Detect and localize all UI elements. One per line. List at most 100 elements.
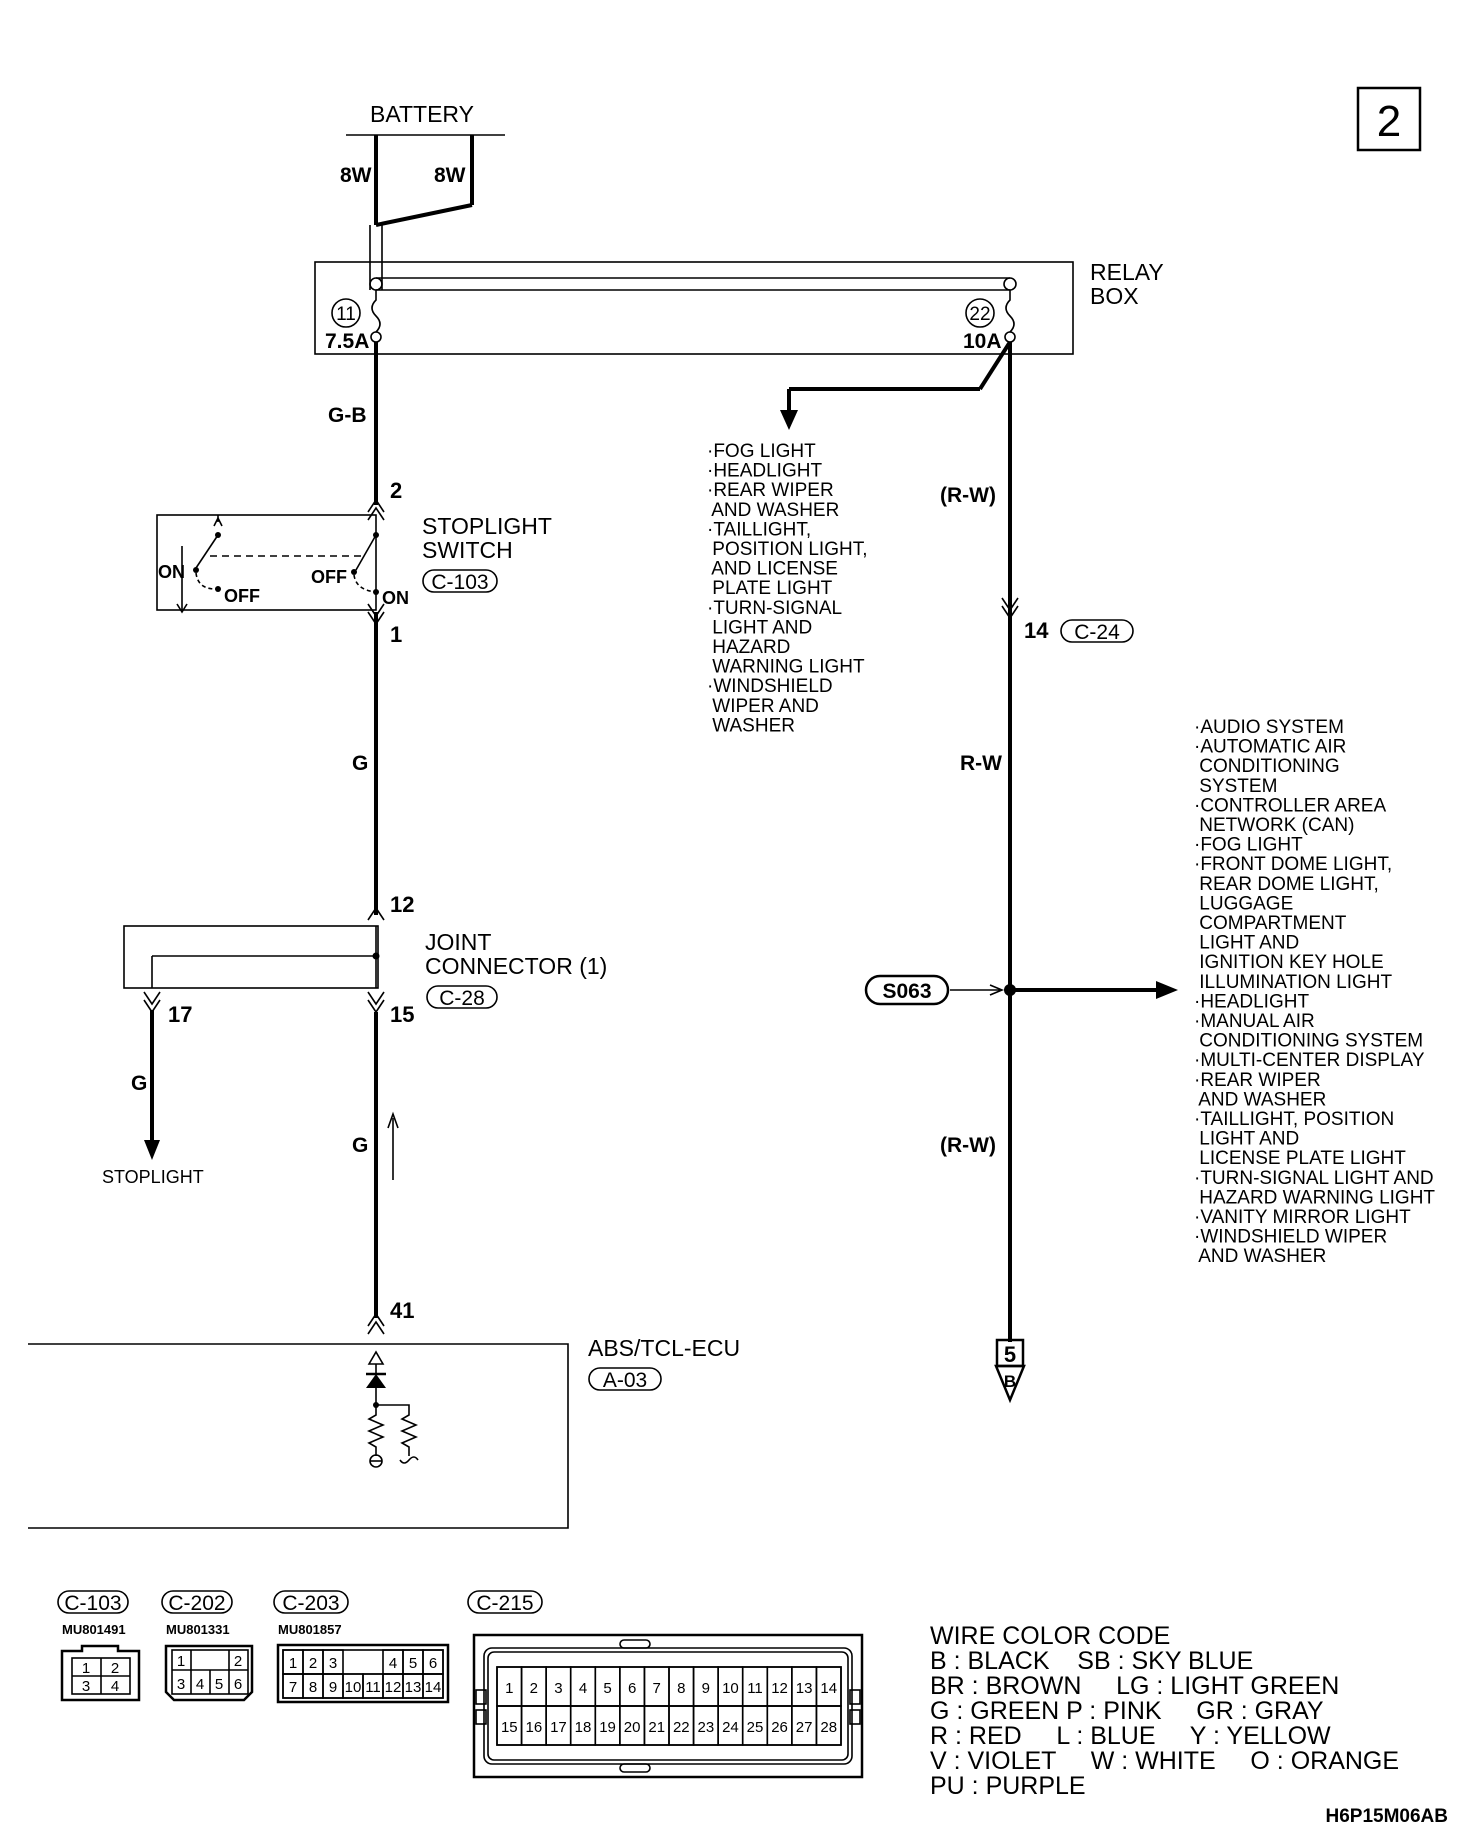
conn-c215-cell: 18 [575,1719,592,1736]
audio-list-item: HAZARD WARNING LIGHT [1194,1187,1435,1208]
conn-c203-cell: 9 [329,1679,337,1696]
conn-c202-cell-4: 4 [196,1676,204,1693]
wire-label-rw-top: (R-W) [940,484,996,507]
conn-c202-cell-1: 1 [177,1653,185,1670]
fog-branch: ·FOG LIGHT·HEADLIGHT·REAR WIPER AND WASH… [707,340,1012,736]
conn-c215-cell: 3 [554,1680,562,1697]
conn-c203-name: C-203 [282,1592,339,1615]
fog-list-item: ·FOG LIGHT [707,441,816,462]
switch-off-right: OFF [311,567,347,587]
wire-color-code-title: WIRE COLOR CODE [930,1622,1170,1650]
fuse-left-number: 11 [336,304,356,325]
conn-c215-cell: 27 [796,1719,813,1736]
fog-list-item: PLATE LIGHT [707,578,833,599]
c24-pin: 14 [1024,618,1049,643]
joint-label-2: CONNECTOR (1) [425,953,607,979]
page-number-box: 2 [1356,86,1422,152]
audio-list-item: COMPARTMENT [1194,913,1347,934]
conn-c215-cell: 8 [677,1680,685,1697]
conn-c203-cell: 13 [405,1679,422,1696]
audio-list-item: AND WASHER [1194,1246,1326,1267]
conn-c215-cell: 1 [505,1680,513,1697]
wire-g-mid: G [352,612,378,915]
audio-list-item: ·MANUAL AIR [1194,1011,1315,1032]
conn-c202-part: MU801331 [166,1622,230,1637]
audio-list-item: ·REAR WIPER [1194,1070,1321,1091]
conn-c203-cell: 8 [309,1679,317,1696]
conn-c203-cell: 7 [289,1679,297,1696]
conn-c215-cell: 15 [501,1719,518,1736]
connector-view-c103: C-103 MU801491 1 2 3 4 [57,1590,141,1702]
fuse-right-rating: 10A [963,330,1002,353]
switch-pin-top: 2 [390,478,402,503]
audio-list-item: ·MULTI-CENTER DISPLAY [1194,1050,1425,1071]
wire-g-low: G 41 [352,1012,414,1335]
ecu-connector: A-03 [603,1369,647,1392]
switch-pin-bottom: 1 [390,622,402,647]
conn-c103-name: C-103 [64,1592,121,1615]
audio-list-item: ·HEADLIGHT [1194,991,1309,1012]
audio-list: ·AUDIO SYSTEM·AUTOMATIC AIR CONDITIONING… [1194,717,1435,1267]
joint-label-1: JOINT [425,929,491,955]
audio-list-item: CONDITIONING [1194,756,1340,777]
fog-list-item: WARNING LIGHT [707,657,865,678]
battery: BATTERY 8W 8W [340,101,505,227]
conn-c215-cell: 19 [599,1719,616,1736]
conn-c103-cell-1: 1 [82,1660,90,1677]
conn-c215-cell: 28 [820,1719,837,1736]
relay-box-label-1: RELAY [1090,259,1164,285]
audio-list-item: LIGHT AND [1194,1129,1299,1150]
audio-list-item: CONDITIONING SYSTEM [1194,1031,1423,1052]
fog-list-item: WASHER [707,715,795,736]
conn-c215-cell: 20 [624,1719,641,1736]
switch-on-right: ON [382,588,409,608]
conn-c202-cell-2: 2 [234,1653,242,1670]
audio-list-item: REAR DOME LIGHT, [1194,874,1379,895]
conn-c215-cell: 17 [550,1719,567,1736]
conn-c103-cell-2: 2 [111,1660,119,1677]
conn-c215-name: C-215 [476,1592,533,1615]
conn-c215-cell: 25 [747,1719,764,1736]
fog-list-item: AND WASHER [707,500,839,521]
conn-c203-cell: 6 [429,1655,437,1672]
audio-list-item: SYSTEM [1194,776,1277,797]
conn-c215-cell: 5 [603,1680,611,1697]
audio-list-item: ·TURN-SIGNAL LIGHT AND [1194,1168,1434,1189]
fog-list-item: LIGHT AND [707,617,812,638]
wire-color-code-line: G : GREEN P : PINK GR : GRAY [930,1697,1324,1725]
wire-label-g-stop: G [131,1072,147,1095]
conn-c103-part: MU801491 [62,1622,126,1637]
conn-c215-cell: 26 [771,1719,788,1736]
fog-list-item: ·TAILLIGHT, [707,519,811,540]
wire-label-rw-bottom: (R-W) [940,1134,996,1157]
switch-on-left: ON [158,562,185,582]
audio-list-item: ·FRONT DOME LIGHT, [1194,854,1392,875]
conn-c203-cell: 11 [365,1679,381,1696]
conn-c215-cell: 11 [747,1680,763,1697]
conn-c203-cell: 4 [389,1655,397,1672]
fog-list-item: WIPER AND [707,696,819,717]
fog-list-item: ·HEADLIGHT [707,461,822,482]
conn-c202-name: C-202 [168,1592,225,1615]
relay-box-label-2: BOX [1090,283,1139,309]
page-number: 2 [1377,97,1401,146]
conn-c215-cell: 23 [698,1719,715,1736]
audio-list-item: LIGHT AND [1194,933,1299,954]
conn-c215-cell: 16 [526,1719,543,1736]
wire-color-code-line: PU : PURPLE [930,1772,1086,1800]
switch-off-left: OFF [224,586,260,606]
wire-color-code-line: BR : BROWN LG : LIGHT GREEN [930,1672,1339,1700]
stoplight-switch: 2 ON OFF OFF ON 1 STOPLIGHT SWITCH C-103 [156,478,552,647]
audio-list-item: ·CONTROLLER AREA [1194,795,1386,816]
fuse-left-rating: 7.5A [325,330,369,353]
conn-c215-cell: 14 [820,1680,837,1697]
conn-c202-cell-3: 3 [177,1676,185,1693]
conn-c215-cell: 12 [771,1680,788,1697]
audio-list-item: LUGGAGE [1194,893,1293,914]
fog-list-item: ·WINDSHIELD [707,676,833,697]
fog-list-item: ·TURN-SIGNAL [707,598,842,619]
